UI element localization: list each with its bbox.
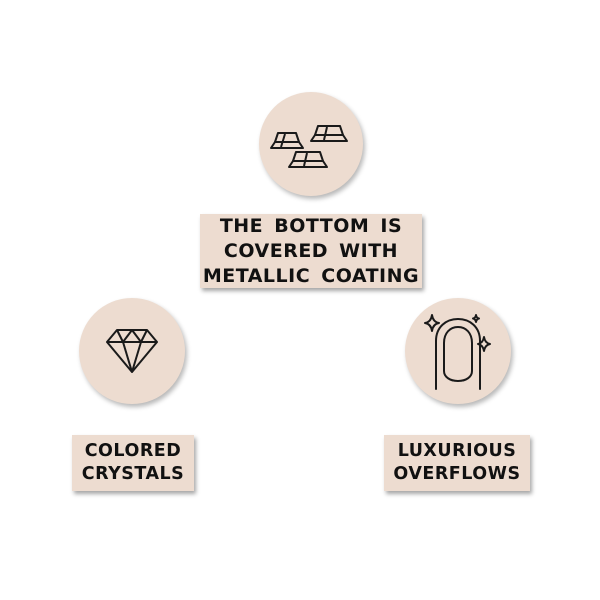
feature-badge-metallic — [259, 92, 363, 196]
metal-bars-icon — [270, 125, 348, 168]
feature-badge-overflows — [405, 298, 511, 404]
feature-label-line: LUXURIOUS — [397, 441, 517, 461]
feature-label-metallic: THE BOTTOM IS COVERED WITH METALLIC COAT… — [200, 214, 422, 288]
sparkling-nail-icon — [424, 314, 491, 390]
diamond-icon — [106, 329, 158, 373]
feature-label-crystals: COLORED CRYSTALS — [72, 435, 194, 491]
feature-badge-crystals — [79, 298, 185, 404]
feature-label-line: CRYSTALS — [81, 464, 185, 484]
feature-label-line: THE BOTTOM IS — [219, 214, 403, 237]
feature-label-line: METALLIC COATING — [202, 264, 420, 287]
feature-label-line: COLORED — [84, 441, 182, 461]
feature-label-line: COVERED WITH — [223, 239, 399, 262]
feature-label-line: OVERFLOWS — [393, 464, 521, 484]
feature-label-overflows: LUXURIOUS OVERFLOWS — [384, 435, 530, 491]
